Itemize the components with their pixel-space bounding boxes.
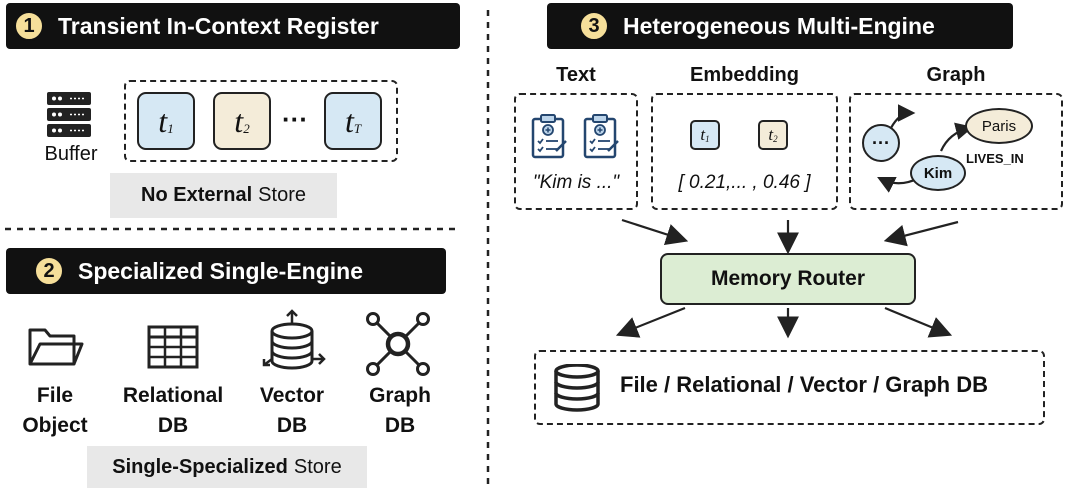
text-quote: "Kim is ...": [532, 172, 620, 193]
database-icon: [262, 309, 326, 370]
register-box: [124, 80, 398, 162]
section3-title: Heterogeneous Multi-Engine: [623, 12, 935, 39]
graph-icon: [366, 312, 430, 376]
graph-edge-label: LIVES_IN: [966, 151, 1024, 166]
text-box: [514, 93, 638, 210]
section1-title: Transient In-Context Register: [58, 12, 379, 39]
clipboard-icon-2: [583, 114, 619, 159]
graph-node-kim: Kim: [910, 155, 966, 191]
text-column-title: Text: [556, 64, 596, 86]
folder-icon: [28, 328, 84, 366]
vertical-divider: [486, 10, 490, 485]
server-icon: [47, 92, 91, 137]
section2-title: Specialized Single-Engine: [78, 257, 364, 284]
graph-column-title: Graph: [926, 64, 986, 86]
output-label: File / Relational / Vector / Graph DB: [620, 372, 988, 397]
graph-node-paris: Paris: [965, 108, 1033, 144]
token-ellipsis: ···: [282, 104, 308, 134]
embedding-column-title: Embedding: [690, 64, 799, 86]
section2-number-badge: 2: [34, 256, 64, 286]
memory-router: Memory Router: [660, 253, 916, 305]
horizontal-divider: [5, 227, 455, 231]
embedding-box: [651, 93, 838, 210]
graph-box: [849, 93, 1063, 210]
database-icon-output: [554, 364, 600, 412]
buffer-label: Buffer: [44, 143, 98, 165]
graph-node-more: ···: [862, 124, 900, 162]
flow-arrows: [615, 218, 959, 339]
section2-header: 2 Specialized Single-Engine: [6, 248, 446, 294]
section1-number-badge: 1: [14, 11, 44, 41]
section3-number-badge: 3: [579, 11, 609, 41]
section3-header: 3 Heterogeneous Multi-Engine: [547, 3, 1013, 49]
clipboard-icon: [531, 114, 567, 159]
output-box: [534, 350, 1045, 425]
table-icon: [147, 325, 199, 369]
embedding-vector: [ 0.21,... , 0.46 ]: [678, 172, 811, 193]
section1-header: 1 Transient In-Context Register: [6, 3, 460, 49]
